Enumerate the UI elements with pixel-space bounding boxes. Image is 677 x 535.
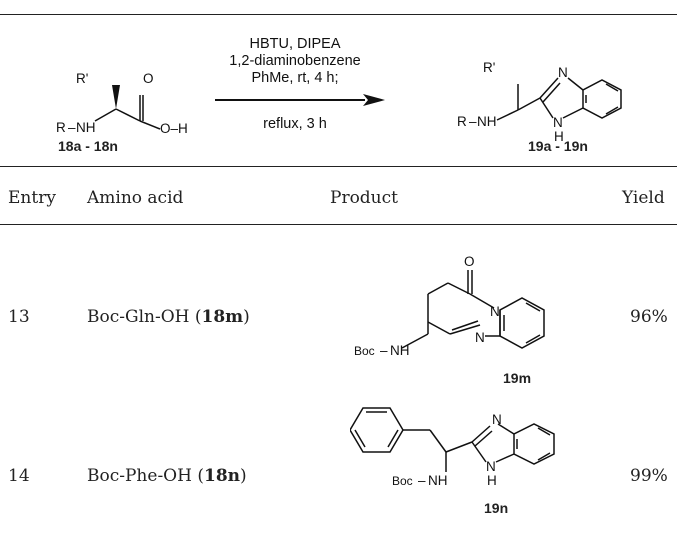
product-structure: R' R – NH N N H	[457, 60, 622, 144]
compound-code: 18m	[201, 307, 244, 327]
nh-label: NH	[76, 120, 96, 135]
row-entry: 13	[8, 307, 30, 327]
carbonyl-o-label: O	[143, 71, 154, 86]
row13-nh-label: NH	[390, 343, 410, 358]
row14-h-label: H	[487, 473, 497, 488]
header-bottom-rule	[0, 224, 677, 225]
product-19m-structure: O N N Boc – NH	[354, 254, 545, 358]
row-amino-acid: Boc-Phe-OH (18n)	[87, 466, 247, 486]
row-yield: 99%	[630, 466, 668, 486]
row13-n2-label: N	[475, 330, 485, 345]
header-yield: Yield	[622, 188, 665, 208]
svg-text:–: –	[469, 114, 477, 129]
compound-code: 18n	[203, 466, 241, 486]
condition-line-3: PhMe, rt, 4 h;	[251, 70, 339, 86]
product-r-prime-label: R'	[483, 60, 495, 75]
row14-nh-label: NH	[428, 473, 448, 488]
top-rule	[0, 14, 677, 15]
row13-o-label: O	[464, 254, 475, 269]
svg-text:–: –	[68, 120, 76, 135]
row14-n2-label: N	[486, 459, 496, 474]
header-entry: Entry	[8, 188, 56, 208]
reaction-arrow	[215, 94, 385, 106]
svg-text:–: –	[418, 473, 426, 488]
product-r-label: R	[457, 114, 467, 129]
conditions-top: HBTU, DIPEA 1,2-diaminobenzene PhMe, rt,…	[215, 36, 375, 87]
r-prime-label: R'	[76, 71, 88, 86]
row14-boc-label: Boc	[392, 474, 413, 488]
hydroxyl-label: O–H	[160, 121, 188, 136]
row-amino-acid: Boc-Gln-OH (18m)	[87, 307, 250, 327]
row13-n1-label: N	[490, 304, 500, 319]
product-nh-n-label: N	[553, 115, 563, 130]
svg-text:–: –	[380, 343, 388, 358]
row-entry: 14	[8, 466, 30, 486]
scheme-bottom-rule	[0, 166, 677, 167]
product-h-label: H	[554, 129, 564, 144]
row-product-label: 19n	[484, 500, 509, 516]
product-19n-structure: N N H Boc – NH	[350, 407, 555, 488]
product-label: 19a - 19n	[528, 138, 588, 154]
header-amino-acid: Amino acid	[87, 188, 184, 208]
row13-boc-label: Boc	[354, 344, 375, 358]
product-nh-label: NH	[477, 114, 497, 129]
row14-n1-label: N	[492, 412, 502, 427]
condition-line-2: 1,2-diaminobenzene	[229, 53, 361, 69]
product-n-label: N	[558, 65, 568, 80]
condition-line-1: HBTU, DIPEA	[249, 36, 341, 52]
r-label: R	[56, 120, 66, 135]
row-product-label: 19m	[503, 370, 532, 386]
reactant-structure: R' O R – NH O–H	[56, 71, 188, 136]
condition-bottom: reflux, 3 h	[263, 116, 327, 132]
row-yield: 96%	[630, 307, 668, 327]
header-product: Product	[330, 188, 398, 208]
reactant-label: 18a - 18n	[58, 138, 118, 154]
